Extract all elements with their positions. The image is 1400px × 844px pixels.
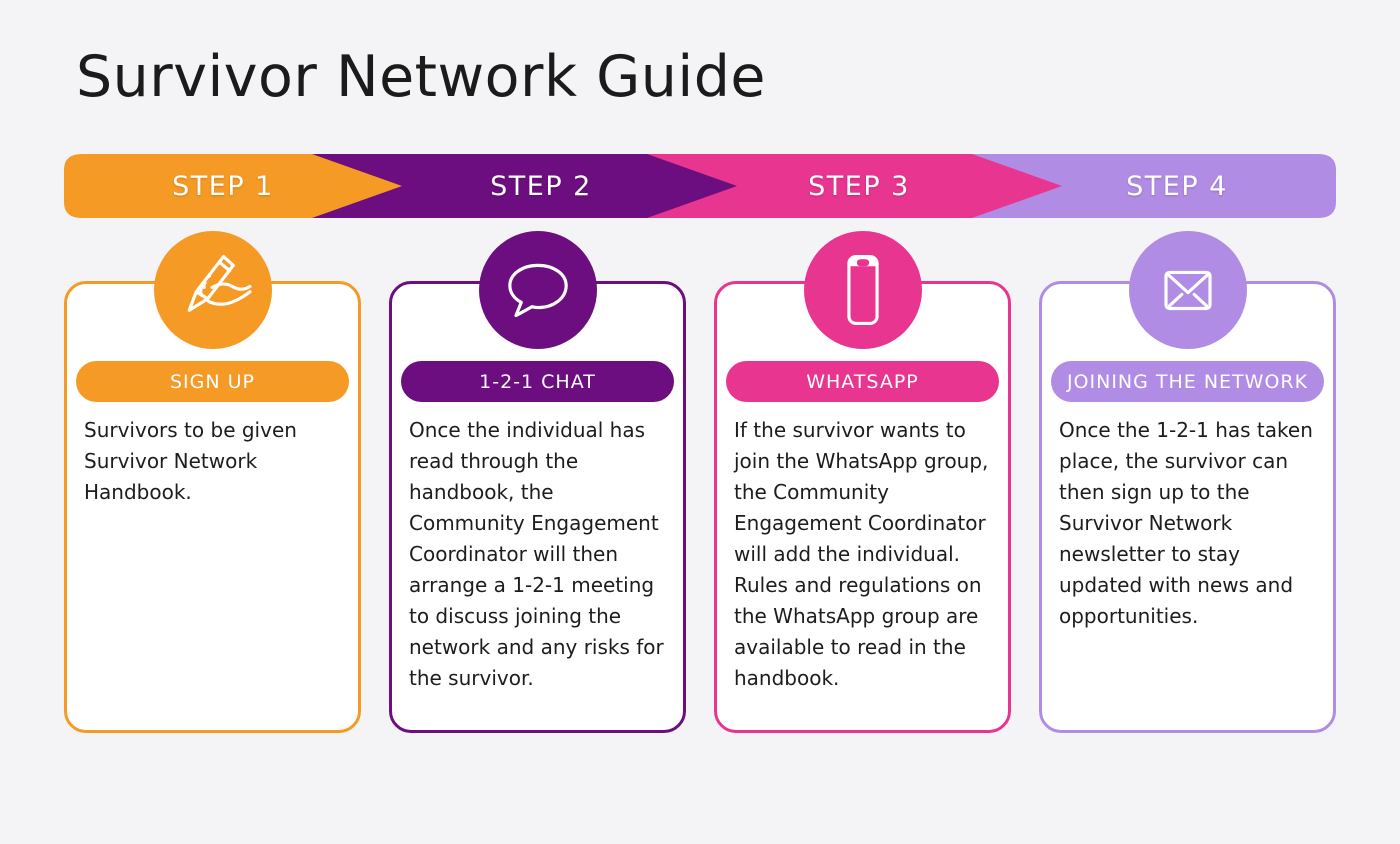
step4-description: Once the 1-2-1 has taken place, the surv… xyxy=(1059,418,1313,628)
step3-arrow-segment xyxy=(647,154,1062,218)
page-title: Survivor Network Guide xyxy=(76,44,766,110)
step1-pill: SIGN UP xyxy=(76,361,349,402)
smartphone-icon xyxy=(846,254,879,326)
step4-label: STEP 4 xyxy=(1126,170,1228,202)
step2-arrow-segment xyxy=(312,154,737,218)
step1-description: Survivors to be given Survivor Network H… xyxy=(84,418,297,504)
writing-hand-icon xyxy=(187,254,252,312)
arrow-banner-shapes xyxy=(64,154,1336,218)
step4-arrow-segment xyxy=(972,154,1336,218)
step3-pill: WHATSAPP xyxy=(726,361,999,402)
step4-pill: JOINING THE NETWORK xyxy=(1051,361,1324,402)
step-cards: SIGN UP Survivors to be given Survivor N… xyxy=(64,231,1336,733)
step-labels: STEP 1 STEP 2 STEP 3 STEP 4 xyxy=(64,154,1336,218)
step3-card: WHATSAPP If the survivor wants to join t… xyxy=(714,281,1011,733)
step4-icon-circle xyxy=(1128,231,1247,349)
step2-icon-circle xyxy=(478,231,597,349)
step4-card: JOINING THE NETWORK Once the 1-2-1 has t… xyxy=(1039,281,1336,733)
step3-column: WHATSAPP If the survivor wants to join t… xyxy=(714,231,1011,733)
step3-label: STEP 3 xyxy=(808,170,910,202)
speech-bubble-icon xyxy=(507,263,568,318)
step3-icon-circle xyxy=(803,231,922,349)
step1-card: SIGN UP Survivors to be given Survivor N… xyxy=(64,281,361,733)
step1-column: SIGN UP Survivors to be given Survivor N… xyxy=(64,231,361,733)
envelope-icon xyxy=(1163,270,1212,311)
step2-pill: 1-2-1 CHAT xyxy=(401,361,674,402)
step2-description: Once the individual has read through the… xyxy=(409,418,664,690)
step-arrow-banner: STEP 1 STEP 2 STEP 3 STEP 4 xyxy=(64,154,1336,218)
step1-label: STEP 1 xyxy=(172,170,274,202)
step1-arrow-segment xyxy=(64,154,402,218)
step2-label: STEP 2 xyxy=(490,170,592,202)
step2-card: 1-2-1 CHAT Once the individual has read … xyxy=(389,281,686,733)
step4-column: JOINING THE NETWORK Once the 1-2-1 has t… xyxy=(1039,231,1336,733)
step1-icon-circle xyxy=(153,231,272,349)
step3-description: If the survivor wants to join the WhatsA… xyxy=(734,418,989,690)
step2-column: 1-2-1 CHAT Once the individual has read … xyxy=(389,231,686,733)
